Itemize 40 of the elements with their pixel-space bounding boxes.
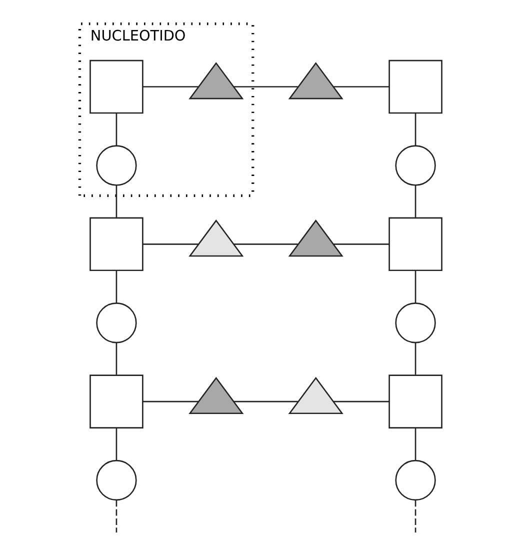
connector [142, 400, 198, 402]
connector [142, 244, 198, 245]
node-box [388, 217, 442, 272]
connector [414, 113, 416, 146]
connector [116, 185, 118, 218]
connector [116, 113, 118, 146]
connector [234, 86, 298, 88]
connector [414, 428, 416, 460]
node-box [388, 60, 442, 114]
node-circle [96, 145, 137, 186]
node-box [388, 374, 442, 428]
node-box [90, 374, 144, 428]
node-circle [96, 302, 137, 344]
node-triangle [288, 62, 344, 100]
connector [414, 342, 416, 375]
connector [333, 400, 390, 402]
connector [333, 86, 390, 88]
connector [234, 244, 298, 245]
connector [116, 428, 118, 460]
node-box [90, 217, 144, 272]
node-circle [96, 460, 137, 501]
cluster: NUCLEOTIDO [78, 22, 254, 197]
connector [116, 500, 118, 533]
connector [116, 342, 118, 375]
connector [333, 244, 390, 245]
node-triangle [288, 376, 344, 414]
connector [234, 400, 298, 402]
node-box [90, 60, 144, 114]
node-circle [395, 145, 436, 186]
connector [414, 270, 416, 304]
connector [414, 500, 416, 533]
node-triangle [288, 219, 344, 257]
node-triangle [188, 62, 244, 100]
connector [116, 270, 118, 304]
node-circle [395, 460, 436, 501]
connector [142, 86, 198, 88]
connector [414, 185, 416, 218]
node-circle [395, 302, 436, 344]
node-triangle [188, 219, 244, 257]
node-triangle [188, 376, 244, 414]
